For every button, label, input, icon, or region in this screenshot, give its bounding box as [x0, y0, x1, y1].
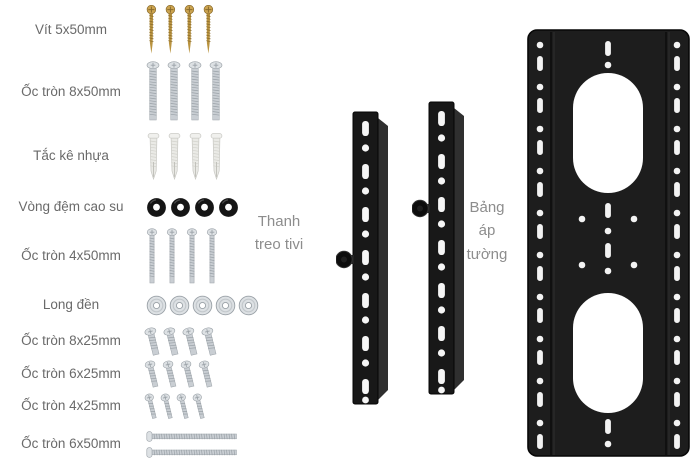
bolt-icon — [186, 227, 198, 283]
part-icon-group — [146, 295, 259, 316]
metal-washer-icon — [238, 295, 259, 315]
wall-anchor-icon — [147, 132, 160, 180]
part-label: Vòng đệm cao su — [18, 198, 124, 214]
bolt-icon — [166, 227, 178, 283]
part-icon-group — [146, 5, 214, 55]
bolt-icon — [209, 61, 223, 121]
metal-washer-icon — [146, 295, 167, 315]
part-row-rubber_washer: Vòng đệm cao su — [0, 186, 258, 228]
part-row-bolt_6x50h: Ốc tròn 6x50mm — [0, 422, 258, 466]
bolt-icon — [144, 360, 159, 388]
bolt-icon — [144, 393, 157, 419]
part-icon-group — [144, 327, 217, 357]
bolt-icon — [146, 227, 158, 283]
metal-washer-icon — [192, 295, 213, 315]
gold-screw-icon — [203, 5, 214, 54]
bolt-icon — [188, 61, 202, 121]
wall-anchor-icon — [168, 132, 181, 180]
bolt-icon — [167, 61, 181, 121]
long-bolt-icon — [146, 430, 237, 442]
part-icon-group — [146, 197, 239, 218]
part-row-bolt_4x25: Ốc tròn 4x25mm — [0, 390, 258, 422]
long-bolt-icon — [146, 446, 237, 458]
part-row-bolt_4x50: Ốc tròn 4x50mm — [0, 227, 258, 286]
wall-plate — [524, 27, 694, 464]
bolt-icon — [176, 393, 189, 419]
gold-screw-icon — [184, 5, 195, 54]
part-row-bolt_8x50: Ốc tròn 8x50mm — [0, 58, 258, 126]
wall-plate-label: Bảng áp tường — [466, 199, 508, 263]
rubber-washer-icon — [171, 197, 190, 217]
part-row-anchor: Tắc kê nhựa — [0, 126, 258, 186]
bolt-icon — [146, 61, 160, 121]
bolt-icon — [192, 393, 205, 419]
bolt-icon — [198, 360, 213, 388]
part-label: Ốc tròn 6x50mm — [21, 435, 121, 451]
tv-bracket-left-icon — [336, 111, 388, 405]
part-row-screw_gold: Vít 5x50mm — [0, 2, 258, 58]
bolt-icon — [201, 327, 217, 356]
bolt-icon — [206, 227, 218, 283]
part-row-washer: Long đền — [0, 285, 259, 325]
part-label: Ốc tròn 4x25mm — [21, 397, 121, 413]
part-icon-group — [146, 430, 238, 458]
gold-screw-icon — [146, 5, 157, 54]
part-icon-group — [146, 132, 224, 180]
bolt-icon — [163, 327, 179, 356]
part-label: Ốc tròn 6x25mm — [21, 365, 121, 381]
bolt-icon — [182, 327, 198, 356]
gold-screw-icon — [165, 5, 176, 54]
part-icon-group — [144, 360, 213, 389]
bolt-icon — [160, 393, 173, 419]
rubber-washer-icon — [195, 197, 214, 217]
part-row-bolt_6x25: Ốc tròn 6x25mm — [0, 358, 258, 390]
part-icon-group — [146, 227, 218, 286]
metal-washer-icon — [215, 295, 236, 315]
wall-plate-icon — [527, 29, 690, 457]
rubber-washer-icon — [147, 197, 166, 217]
part-row-bolt_8x25: Ốc tròn 8x25mm — [0, 325, 258, 358]
tv-brackets — [336, 96, 470, 408]
part-label: Vít 5x50mm — [34, 21, 108, 37]
tv-bracket-right-icon — [412, 101, 464, 395]
part-label: Long đền — [42, 296, 100, 312]
part-icon-group — [146, 61, 223, 123]
metal-washer-icon — [169, 295, 190, 315]
part-label: Tắc kê nhựa — [33, 147, 109, 163]
part-label: Ốc tròn 4x50mm — [21, 248, 121, 264]
bolt-icon — [180, 360, 195, 388]
part-label: Ốc tròn 8x50mm — [21, 83, 121, 99]
wall-anchor-icon — [210, 132, 223, 180]
bolt-icon — [162, 360, 177, 388]
tv-bracket-label: Thanh treo tivi — [254, 213, 304, 254]
part-icon-group — [144, 393, 205, 420]
rubber-washer-icon — [219, 197, 238, 217]
wall-anchor-icon — [189, 132, 202, 180]
bolt-icon — [144, 327, 160, 356]
part-label: Ốc tròn 8x25mm — [21, 333, 121, 349]
